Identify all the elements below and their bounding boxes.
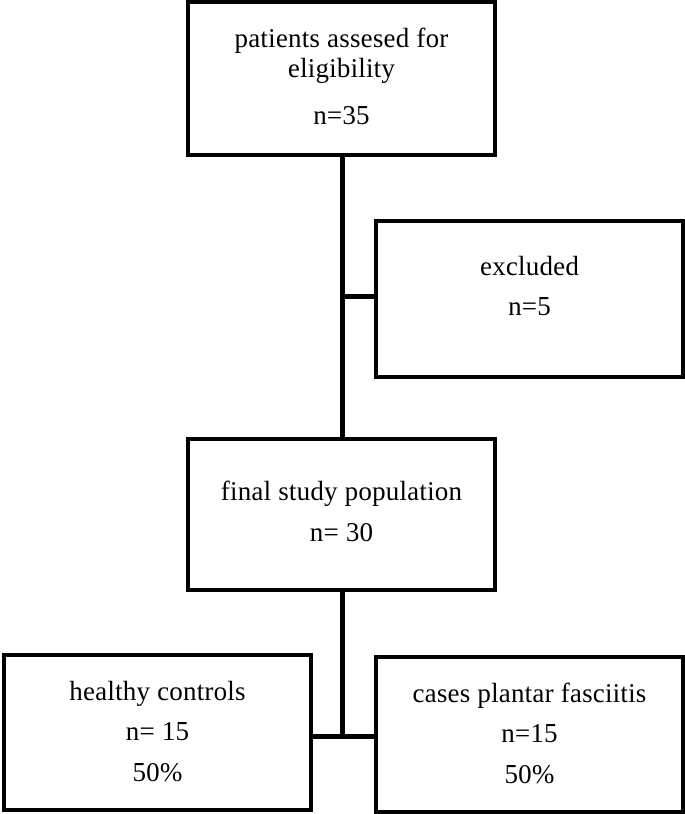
excluded-box: excluded n=5 [374, 219, 685, 379]
excluded-count: n=5 [508, 291, 551, 321]
cases-plantar-fasciitis-count: n=15 [501, 718, 558, 749]
connector-population-to-groups [340, 588, 345, 739]
connector-screened-to-excluded [340, 294, 378, 299]
cases-plantar-fasciitis-box: cases plantar fasciitis n=15 50% [374, 655, 685, 814]
healthy-controls-percent: 50% [132, 756, 183, 787]
patients-assessed-line-2: eligibility [287, 53, 396, 84]
connector-group-split-bar [309, 734, 378, 739]
final-study-population-label: final study population [220, 476, 463, 507]
patients-assessed-line-1: patients assesed for [234, 23, 449, 54]
final-study-population-count: n= 30 [309, 516, 374, 547]
healthy-controls-label: healthy controls [69, 676, 246, 707]
cases-plantar-fasciitis-label: cases plantar fasciitis [412, 678, 647, 709]
healthy-controls-count: n= 15 [125, 716, 190, 747]
healthy-controls-box: healthy controls n= 15 50% [2, 653, 313, 812]
final-study-population-box: final study population n= 30 [186, 437, 497, 592]
excluded-label: excluded [479, 250, 580, 281]
cases-plantar-fasciitis-percent: 50% [504, 758, 555, 789]
patients-assessed-box: patients assesed for eligibility n=35 [186, 0, 497, 157]
patients-assessed-count: n=35 [313, 99, 370, 130]
